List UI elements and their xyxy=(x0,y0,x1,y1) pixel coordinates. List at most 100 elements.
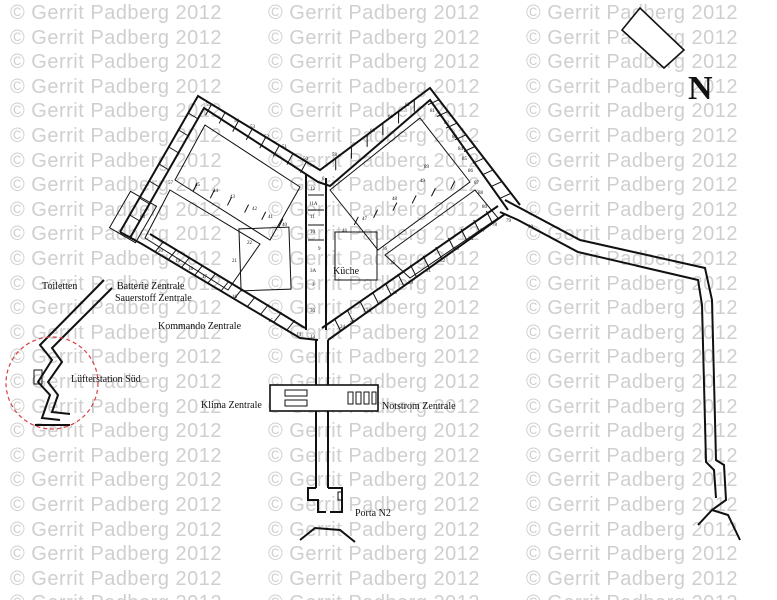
room-divider xyxy=(154,241,164,253)
room-divider xyxy=(447,237,455,251)
room-number: 52 xyxy=(264,135,270,140)
room-divider xyxy=(168,146,180,154)
room-number: 77 xyxy=(480,229,486,234)
room-divider xyxy=(473,219,481,233)
room-divider xyxy=(286,153,294,165)
room-number: 28 xyxy=(392,291,398,296)
room-number: 80 xyxy=(482,205,488,210)
room-divider xyxy=(397,273,405,287)
room-number: 11 xyxy=(310,215,315,220)
room-divider xyxy=(359,300,367,314)
room-number: 14 xyxy=(296,333,302,338)
room-number: 15 xyxy=(268,319,274,324)
label-sauerstoff-zentrale: Sauerstoff Zentrale xyxy=(115,293,192,304)
room-divider xyxy=(373,209,379,218)
room-number: 18 xyxy=(188,267,194,272)
label-batterie-zentrale: Batterie Zentrale xyxy=(117,281,185,292)
room-divider xyxy=(272,145,280,157)
room-divider xyxy=(450,180,456,190)
room-divider xyxy=(460,228,468,242)
east-corridor xyxy=(499,199,741,541)
room-number: 19 xyxy=(175,259,181,264)
room-divider xyxy=(139,197,150,205)
room-divider xyxy=(286,319,296,331)
room-divider xyxy=(192,182,198,192)
room-number: 29 xyxy=(408,281,414,286)
label-kueche: Küche xyxy=(333,266,360,277)
room-divider xyxy=(454,134,467,141)
room-number: 54 xyxy=(234,119,240,124)
room-number: 49 xyxy=(420,179,426,184)
label-toiletten: Toiletten xyxy=(42,281,78,292)
label-notstrom-zentrale: Notstrom Zentrale xyxy=(382,401,456,412)
room-number: 27 xyxy=(378,301,384,306)
room-divider xyxy=(273,312,283,323)
room-divider xyxy=(218,112,226,124)
room-number: 45 xyxy=(195,183,201,188)
room-divider xyxy=(244,204,250,213)
room-number: 24 xyxy=(340,325,346,330)
room-number: 86 xyxy=(468,169,474,174)
label-porta-n2: Porta N2 xyxy=(355,508,391,519)
room-number: 22 xyxy=(247,241,253,246)
highlight-circle xyxy=(5,336,99,430)
south-corridor xyxy=(269,340,379,543)
room-number: 12 xyxy=(310,187,316,192)
room-divider xyxy=(246,296,256,307)
room-number: 46 xyxy=(342,229,348,234)
room-divider xyxy=(158,163,170,171)
room-divider xyxy=(410,264,417,278)
room-number: 82 xyxy=(444,121,450,126)
room-divider xyxy=(372,291,380,305)
room-number: 30 xyxy=(310,309,316,314)
room-divider xyxy=(353,216,359,226)
room-divider xyxy=(232,120,240,132)
room-number: 9 xyxy=(318,247,321,252)
north-letter: N xyxy=(688,70,713,107)
room-divider xyxy=(334,318,342,332)
room-number: 16 xyxy=(232,295,238,300)
room-number: 31 xyxy=(426,269,432,274)
room-number: 60 xyxy=(370,129,376,134)
room-divider xyxy=(427,99,440,106)
room-divider xyxy=(346,309,354,323)
room-number: 90 xyxy=(528,225,534,230)
room-divider xyxy=(472,157,485,164)
room-number: 87 xyxy=(474,181,480,186)
room-number: 20 xyxy=(158,249,164,254)
room-number: 59 xyxy=(350,143,356,148)
room-divider xyxy=(436,110,449,117)
room-number: 32 xyxy=(440,259,446,264)
room-divider xyxy=(233,288,243,300)
central-spine xyxy=(305,175,327,330)
room-number: 10 xyxy=(310,230,316,235)
room-divider xyxy=(490,181,503,188)
room-number: 3 xyxy=(312,283,315,288)
room-number: 11A xyxy=(309,202,318,207)
label-luefterstation-sued: Lüfterstation Süd xyxy=(71,374,141,385)
room-number: 79 xyxy=(506,219,512,224)
room-number: 84 xyxy=(458,147,464,152)
room-divider xyxy=(261,211,267,220)
room-divider xyxy=(422,255,430,269)
courtyard-blocks xyxy=(108,117,499,292)
room-divider xyxy=(205,103,212,116)
room-divider xyxy=(181,257,190,268)
room-number: 83 xyxy=(452,135,458,140)
room-number: 40 xyxy=(282,223,288,228)
room-divider xyxy=(167,249,177,260)
room-number: 35 xyxy=(390,261,396,266)
room-divider xyxy=(245,128,253,141)
room-number: 78 xyxy=(492,223,498,228)
room-divider xyxy=(259,136,267,149)
room-divider xyxy=(445,122,458,129)
room-divider xyxy=(260,304,269,315)
room-number: 48 xyxy=(392,197,398,202)
room-divider xyxy=(499,192,512,199)
room-number: 47 xyxy=(362,217,368,222)
room-divider xyxy=(220,280,230,292)
room-divider xyxy=(209,190,215,199)
west-corridor xyxy=(33,279,113,426)
room-number: 43 xyxy=(230,195,236,200)
